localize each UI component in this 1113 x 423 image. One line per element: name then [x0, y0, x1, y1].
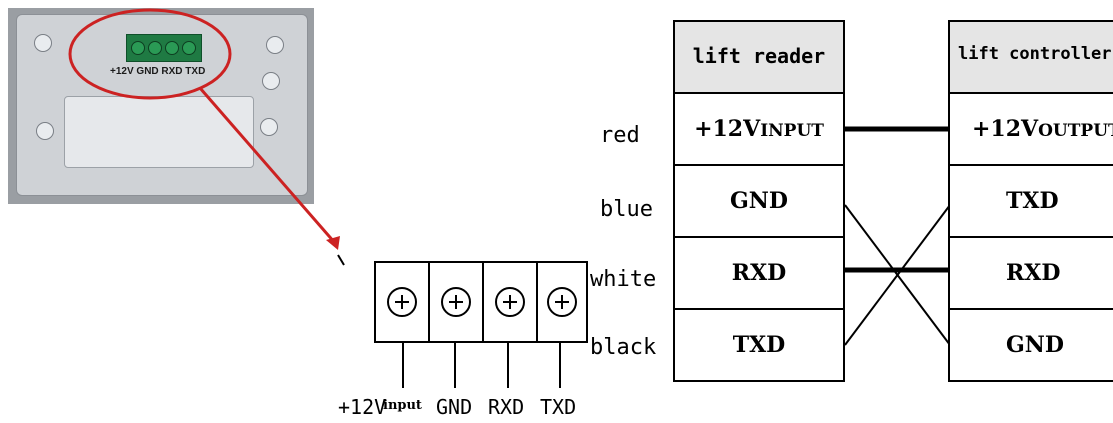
- screw-icon: [495, 287, 525, 317]
- screw: [260, 118, 278, 136]
- terminal-label-txd: TXD: [540, 395, 577, 419]
- highlight-arrow: [198, 87, 337, 244]
- reader-header-text: lift reader: [692, 44, 826, 68]
- terminal-label-rxd: RXD: [488, 395, 525, 419]
- device-housing: [64, 96, 254, 168]
- controller-row: RXD: [948, 236, 1113, 310]
- screw-icon: [441, 287, 471, 317]
- controller-row-main: GND: [1006, 332, 1064, 358]
- reader-row-main: RXD: [731, 260, 787, 286]
- terminal-block: [126, 34, 202, 62]
- photo-terminal-label: +12V GND RXD TXD: [110, 66, 206, 77]
- controller-row: TXD: [948, 164, 1113, 238]
- reader-row: RXD: [673, 236, 845, 310]
- terminal-label-12v: +12V: [338, 395, 387, 419]
- reader-row-sub: INPUT: [760, 121, 824, 141]
- controller-row-main: +12V: [972, 116, 1039, 142]
- terminal-slot: [536, 261, 588, 343]
- reader-row-main: TXD: [732, 332, 786, 358]
- controller-row: +12VOUTPUT: [948, 92, 1113, 166]
- screw: [266, 36, 284, 54]
- screw: [36, 122, 54, 140]
- screw: [34, 34, 52, 52]
- screw-icon: [547, 287, 577, 317]
- controller-row: GND: [948, 308, 1113, 382]
- reader-row: TXD: [673, 308, 845, 382]
- reader-row: +12VINPUT: [673, 92, 845, 166]
- wire-color-blue: blue: [600, 197, 653, 222]
- controller-row-main: TXD: [1006, 188, 1059, 214]
- reader-row: GND: [673, 164, 845, 238]
- wire-color-red: red: [600, 123, 640, 148]
- reader-row-main: +12V: [694, 116, 761, 142]
- terminal-slot: [428, 261, 484, 343]
- wire-color-black: black: [590, 335, 657, 360]
- arrow-head-icon: [326, 236, 340, 250]
- screw-icon: [387, 287, 417, 317]
- wire-color-white: white: [590, 267, 657, 292]
- controller-row-main: RXD: [1006, 260, 1061, 286]
- reader-header: lift reader: [673, 20, 845, 94]
- reader-row-main: GND: [730, 188, 788, 214]
- controller-row-sub: OUTPUT: [1038, 121, 1113, 141]
- terminal-label-gnd: GND: [436, 395, 473, 419]
- screw: [262, 72, 280, 90]
- tick-mark: [337, 254, 345, 266]
- controller-header: lift controller: [948, 20, 1113, 94]
- controller-header-text: lift controller: [958, 44, 1112, 64]
- wire-txd: [844, 204, 951, 346]
- terminal-slot: [482, 261, 538, 343]
- highlight-ellipse: [68, 8, 232, 100]
- terminal-label-input: input: [383, 398, 422, 413]
- terminal-slot: [374, 261, 430, 343]
